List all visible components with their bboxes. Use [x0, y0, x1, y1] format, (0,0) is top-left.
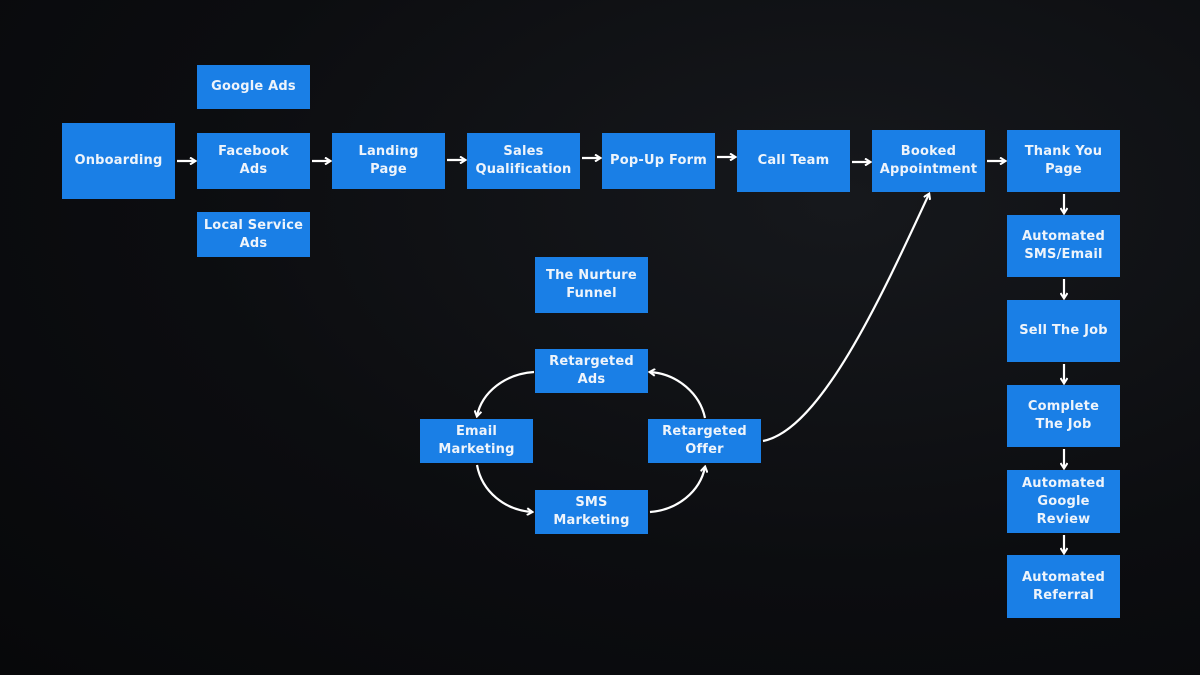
node-facebook-ads: Facebook Ads — [197, 133, 310, 189]
node-landing-page: Landing Page — [332, 133, 445, 189]
arrow-email-sms — [475, 464, 532, 512]
node-sell-the-job: Sell The Job — [1007, 300, 1120, 362]
arrow-offer-booked — [762, 194, 929, 443]
node-popup-form: Pop-Up Form — [602, 133, 715, 189]
node-call-team: Call Team — [737, 130, 850, 192]
node-local-service-ads: Local Service Ads — [197, 212, 310, 257]
node-email-marketing: Email Marketing — [420, 419, 533, 463]
node-sms-marketing: SMS Marketing — [535, 490, 648, 534]
node-onboarding: Onboarding — [62, 123, 175, 199]
node-automated-referral: Automated Referral — [1007, 555, 1120, 618]
node-retargeted-ads: Retargeted Ads — [535, 349, 648, 393]
node-complete-the-job: Complete The Job — [1007, 385, 1120, 447]
arrow-offer-retargetedads — [650, 372, 707, 419]
node-automated-google-review: Automated Google Review — [1007, 470, 1120, 533]
node-thank-you-page: Thank You Page — [1007, 130, 1120, 192]
node-google-ads: Google Ads — [197, 65, 310, 109]
node-nurture-funnel: The Nurture Funnel — [535, 257, 648, 313]
node-automated-sms-email: Automated SMS/Email — [1007, 215, 1120, 277]
arrow-retargetedads-email — [477, 370, 535, 416]
node-retargeted-offer: Retargeted Offer — [648, 419, 761, 463]
arrow-sms-offer — [649, 467, 705, 514]
node-sales-qualification: Sales Qualification — [467, 133, 580, 189]
node-booked-appointment: Booked Appointment — [872, 130, 985, 192]
